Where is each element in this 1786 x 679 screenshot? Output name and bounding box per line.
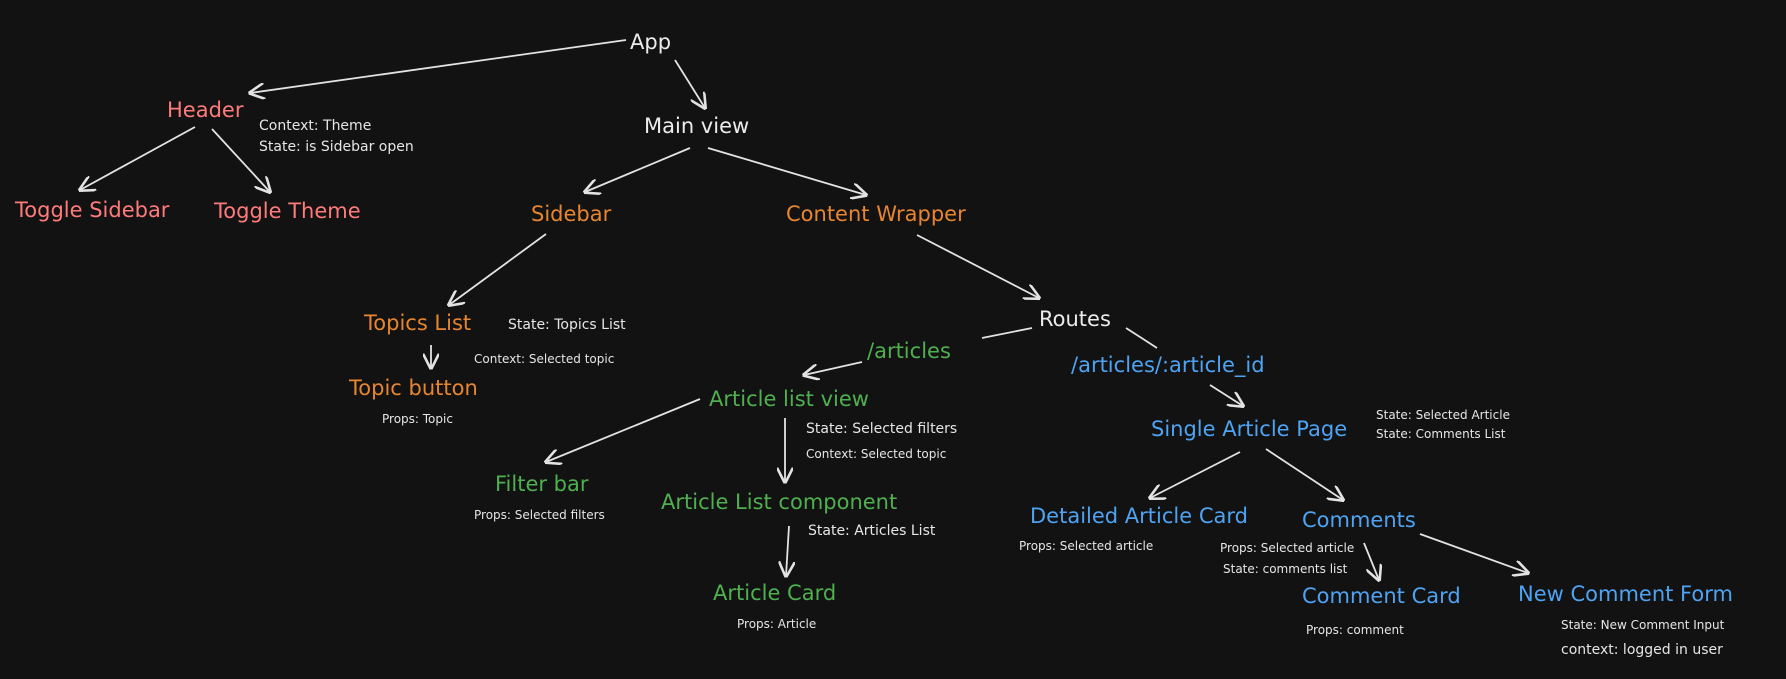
note-header-state: State: is Sidebar open (259, 139, 414, 155)
edge-app-header (250, 39, 627, 93)
edge-main-view-content-wrapper (707, 147, 866, 195)
node-sidebar: Sidebar (531, 202, 612, 226)
edge-article-list-component-article-card (786, 525, 789, 576)
node-new-comment-form: New Comment Form (1518, 582, 1733, 606)
edge-header-toggle-sidebar (80, 126, 196, 190)
node-toggle-theme: Toggle Theme (214, 199, 361, 223)
node-content-wrapper: Content Wrapper (786, 202, 966, 226)
note-header-context: Context: Theme (259, 118, 372, 134)
node-toggle-sidebar: Toggle Sidebar (15, 198, 170, 222)
note-article-card-props: Props: Article (737, 617, 817, 631)
edge-comments-new-comment-form (1419, 533, 1528, 573)
node-articles-route: /articles (867, 339, 951, 363)
note-topic-button-props: Props: Topic (382, 412, 453, 426)
note-comments-props: Props: Selected article (1220, 541, 1355, 555)
note-comments-state: State: comments list (1223, 562, 1348, 576)
node-filter-bar: Filter bar (495, 472, 589, 496)
edge-header-toggle-theme (211, 128, 270, 192)
note-single-article-state-1: State: Selected Article (1376, 408, 1510, 422)
note-single-article-state-2: State: Comments List (1376, 427, 1506, 441)
edge-comments-comment-card (1363, 542, 1379, 580)
node-article-list-view: Article list view (709, 387, 869, 411)
edge-article-id-single-article-page (1209, 384, 1243, 406)
node-comment-card: Comment Card (1302, 584, 1461, 608)
note-comment-card-props: Props: comment (1306, 623, 1404, 637)
node-comments: Comments (1302, 508, 1416, 532)
edge-routes-article-id (1125, 327, 1158, 349)
edge-articles-article-list-view (804, 361, 863, 375)
node-app: App (630, 30, 672, 54)
note-topics-list-context: Context: Selected topic (474, 352, 615, 366)
node-header: Header (167, 98, 244, 122)
node-topics-list: Topics List (364, 311, 472, 335)
note-new-comment-form-context: context: logged in user (1561, 642, 1723, 658)
edge-main-view-sidebar (585, 147, 691, 192)
note-article-list-component-state: State: Articles List (808, 523, 936, 539)
note-topics-list-state: State: Topics List (508, 317, 626, 333)
node-article-card: Article Card (713, 581, 837, 605)
edge-content-wrapper-routes (916, 234, 1039, 298)
note-filter-bar-props: Props: Selected filters (474, 508, 605, 522)
note-new-comment-form-state: State: New Comment Input (1561, 618, 1725, 632)
node-routes: Routes (1039, 307, 1111, 331)
node-detailed-article-card: Detailed Article Card (1030, 504, 1248, 528)
note-detailed-article-card-props: Props: Selected article (1019, 539, 1154, 553)
node-main-view: Main view (644, 114, 750, 138)
edge-routes-articles (981, 327, 1033, 339)
edge-single-article-page-detailed-card (1150, 451, 1241, 498)
note-article-list-view-state: State: Selected filters (806, 421, 958, 437)
note-article-list-view-context: Context: Selected topic (806, 447, 947, 461)
edge-sidebar-topics-list (449, 233, 547, 305)
edge-article-list-view-filter-bar (546, 398, 701, 462)
node-article-id-route: /articles/:article_id (1071, 353, 1265, 377)
edge-single-article-page-comments (1265, 448, 1343, 500)
edge-app-main-view (674, 59, 705, 108)
node-topic-button: Topic button (349, 376, 478, 400)
node-article-list-component: Article List component (661, 490, 898, 514)
node-single-article-page: Single Article Page (1151, 417, 1348, 441)
